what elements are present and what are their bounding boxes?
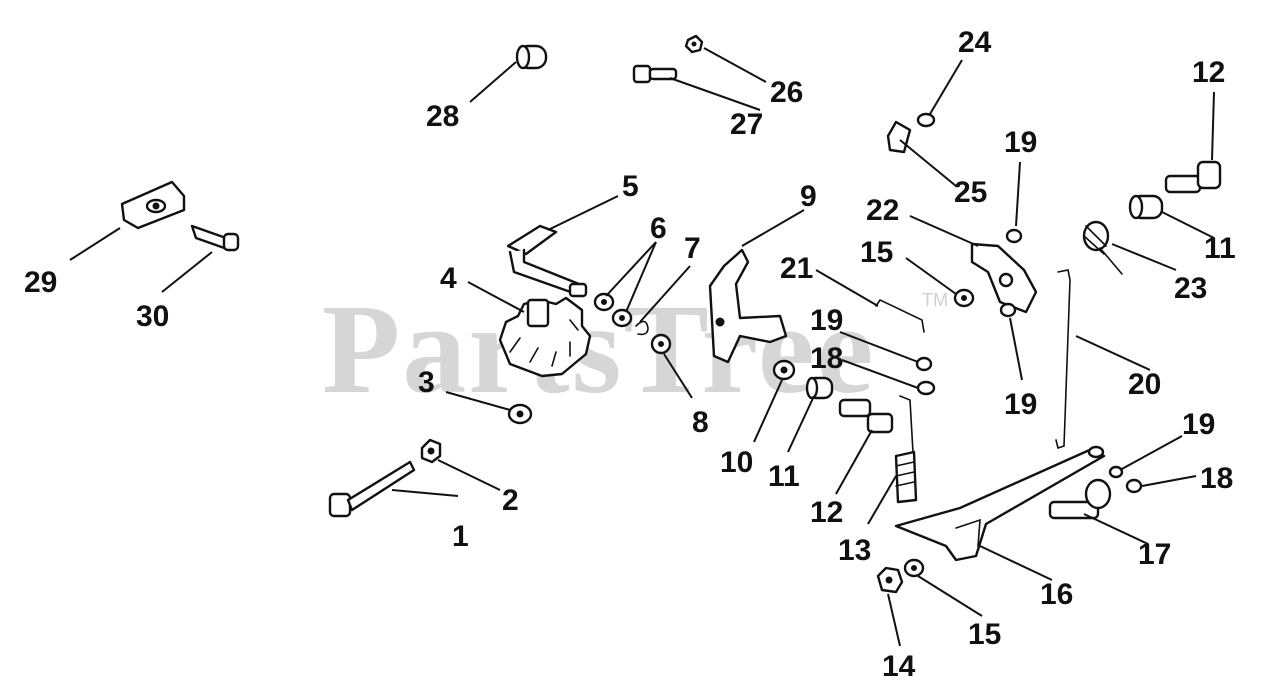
callout-3: 3 bbox=[418, 366, 435, 399]
part-11-bushing bbox=[805, 376, 834, 400]
callout-1: 1 bbox=[452, 520, 469, 553]
part-18-washer bbox=[916, 380, 936, 396]
callout-labels: 1 2 3 4 5 6 7 8 9 10 11 11 12 12 13 14 1… bbox=[24, 26, 1236, 683]
part-22-plate bbox=[970, 242, 1038, 314]
callout-19-mid: 19 bbox=[1004, 388, 1037, 421]
part-24-screw bbox=[916, 112, 936, 128]
part-4-governor-gear bbox=[498, 296, 592, 378]
callout-24: 24 bbox=[958, 26, 992, 59]
callout-2: 2 bbox=[502, 484, 519, 517]
part-16-control-lever bbox=[894, 445, 1106, 562]
callout-27: 27 bbox=[730, 108, 763, 141]
callout-12-right: 12 bbox=[1192, 56, 1225, 89]
part-28-bushing bbox=[515, 44, 548, 70]
part-30-screw bbox=[190, 224, 240, 252]
callout-12: 12 bbox=[810, 496, 843, 529]
callout-7: 7 bbox=[684, 232, 701, 265]
leader-lines bbox=[69, 47, 1215, 647]
part-6-washer bbox=[593, 292, 633, 328]
part-19-nut bbox=[999, 302, 1017, 318]
callout-6: 6 bbox=[650, 212, 667, 245]
part-10-washer bbox=[772, 359, 796, 381]
part-19-nut bbox=[915, 356, 933, 372]
callout-19-right: 19 bbox=[1182, 408, 1215, 441]
callout-13: 13 bbox=[838, 534, 871, 567]
part-5-governor-lever bbox=[506, 224, 588, 298]
part-19-nut bbox=[1108, 465, 1124, 479]
callout-16: 16 bbox=[1040, 578, 1073, 611]
callout-21: 21 bbox=[780, 252, 813, 285]
callout-23: 23 bbox=[1174, 272, 1207, 305]
part-14-nut bbox=[876, 566, 904, 594]
part-11-bushing bbox=[1128, 194, 1164, 220]
callout-19-top: 19 bbox=[1004, 126, 1037, 159]
part-12-bolt bbox=[838, 398, 894, 434]
callout-22: 22 bbox=[866, 194, 899, 227]
part-26-nut bbox=[684, 34, 704, 54]
callout-26: 26 bbox=[770, 76, 803, 109]
part-9-bracket bbox=[708, 248, 788, 364]
callout-8: 8 bbox=[692, 406, 709, 439]
part-8-washer bbox=[650, 333, 672, 355]
callout-15-upper: 15 bbox=[860, 236, 893, 269]
watermark-trademark: TM bbox=[922, 290, 948, 310]
callout-10: 10 bbox=[720, 446, 753, 479]
part-12-bolt bbox=[1164, 160, 1222, 194]
part-2-nut bbox=[420, 438, 442, 464]
callout-25: 25 bbox=[954, 176, 987, 209]
callout-14: 14 bbox=[882, 650, 916, 683]
callout-18-right: 18 bbox=[1200, 462, 1233, 495]
callout-30: 30 bbox=[136, 300, 169, 333]
part-27-bolt bbox=[632, 64, 678, 84]
part-29-bracket bbox=[120, 180, 186, 230]
part-21-link bbox=[875, 298, 925, 333]
part-15-washer bbox=[953, 288, 975, 308]
callout-20: 20 bbox=[1128, 368, 1161, 401]
callout-5: 5 bbox=[622, 170, 639, 203]
part-23-spring bbox=[1082, 220, 1123, 275]
part-1-bolt bbox=[328, 460, 416, 518]
callout-29: 29 bbox=[24, 266, 57, 299]
callout-15: 15 bbox=[968, 618, 1001, 651]
callout-28: 28 bbox=[426, 100, 459, 133]
part-15-washer bbox=[903, 558, 925, 578]
callout-11: 11 bbox=[768, 460, 800, 493]
part-17-stud bbox=[1048, 478, 1112, 520]
callout-17: 17 bbox=[1138, 538, 1171, 571]
callout-18: 18 bbox=[810, 342, 843, 375]
part-18-washer bbox=[1125, 478, 1143, 494]
callout-9: 9 bbox=[800, 180, 817, 213]
callout-19-left: 19 bbox=[810, 304, 843, 337]
callout-4: 4 bbox=[440, 262, 457, 295]
part-20-rod bbox=[1055, 269, 1071, 450]
part-3-washer bbox=[507, 403, 533, 425]
callout-11-right: 11 bbox=[1204, 232, 1236, 265]
part-25-bracket bbox=[886, 120, 912, 154]
part-13-spring bbox=[894, 395, 918, 504]
part-19-nut bbox=[1005, 228, 1023, 244]
